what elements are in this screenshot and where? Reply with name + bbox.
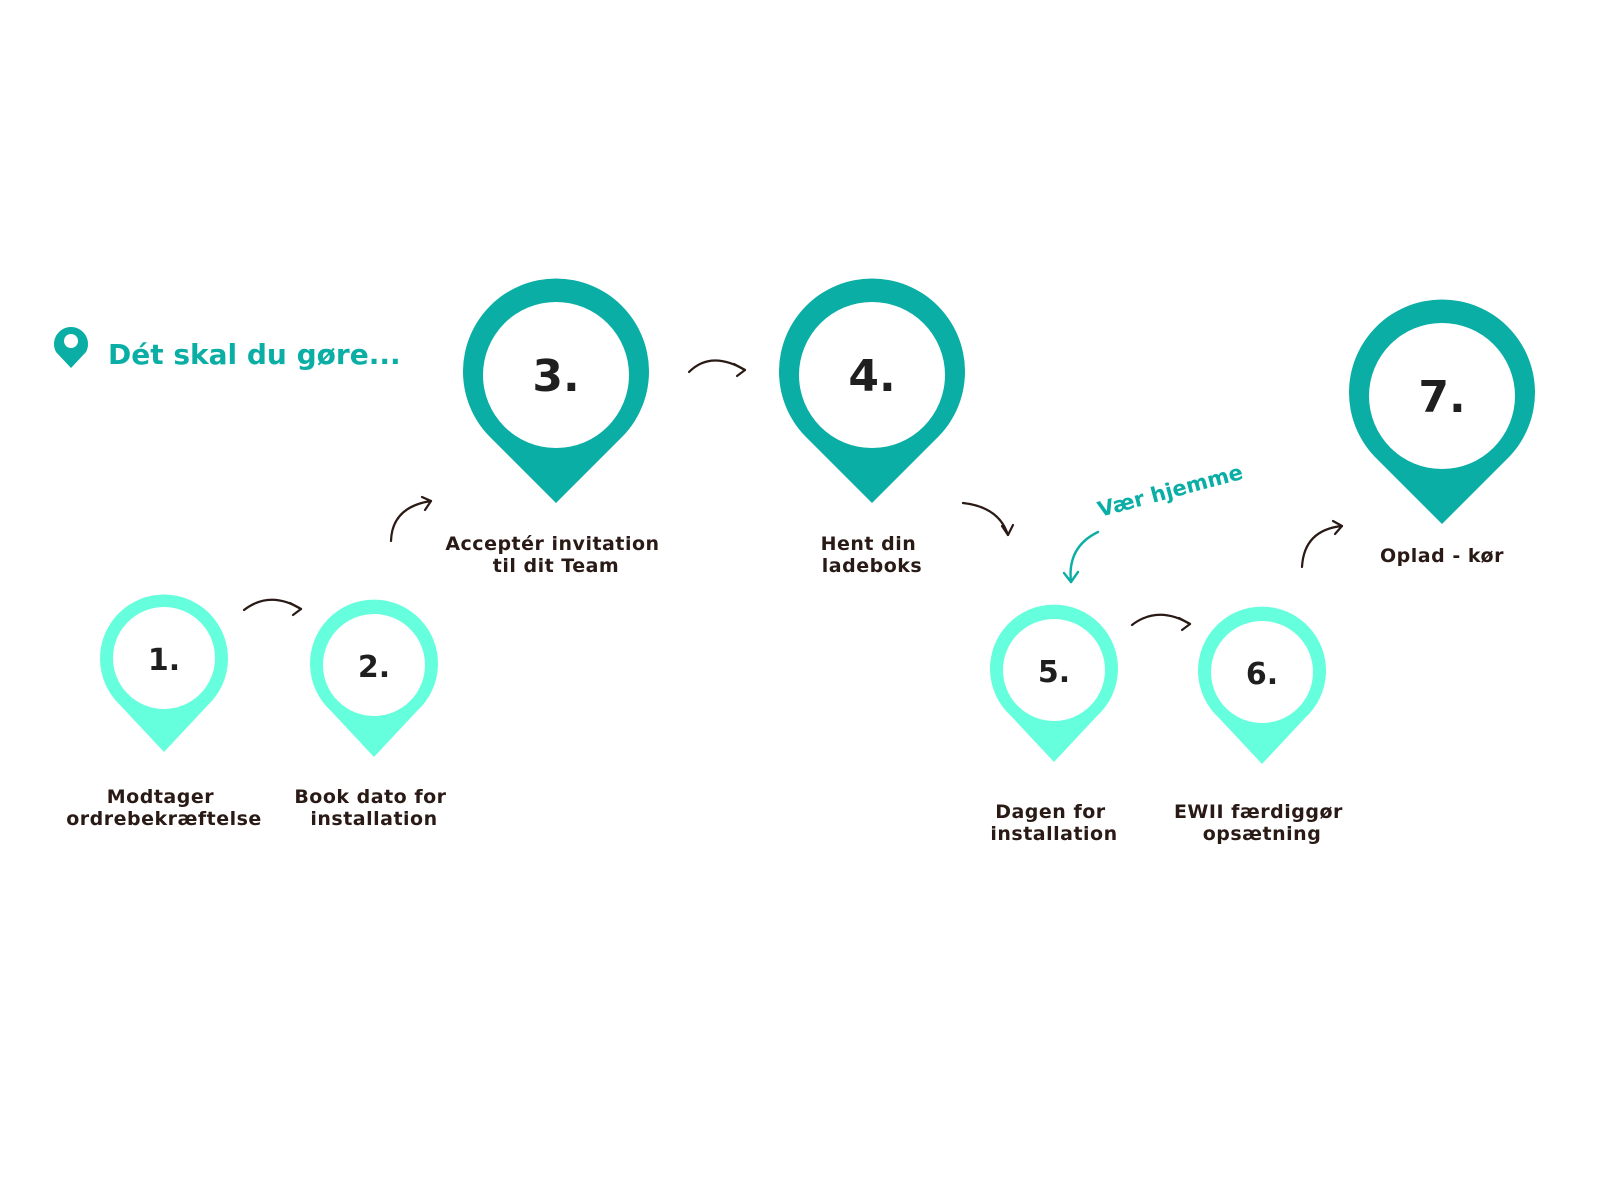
step-3: 3. Acceptér invitation til dit Team [445,278,666,577]
location-pin-icon-hole [64,334,78,348]
step-label-line: Acceptér invitation [445,533,659,555]
step-1: 1. Modtager ordrebekræftelse [66,594,262,830]
step-label-line: EWII færdiggør [1174,801,1343,823]
arrow-3-to-4-head [732,362,747,378]
step-6: 6. EWII færdiggør opsætning [1174,606,1350,845]
pin-inner-circle [483,302,629,448]
step-number: 3. [532,351,579,402]
pin-inner-circle [1003,619,1105,721]
arrow-6-to-7-head [1331,519,1344,536]
pin-inner-circle [799,302,945,448]
step-label-line: opsætning [1203,823,1322,845]
pin-inner-circle [113,607,215,709]
step-2: 2. Book dato for installation [294,599,453,830]
connector-arrows [242,359,1344,632]
pin-inner-circle [1211,621,1313,723]
note-arrow-head [1062,570,1080,584]
step-label-line: installation [310,808,437,830]
step-number: 5. [1038,655,1070,690]
step-7: 7. Oplad - kør [1349,299,1536,567]
step-5: 5. Dagen for installation [989,604,1118,845]
page-title: Dét skal du gøre... [108,338,401,371]
note-arrow [1069,530,1100,584]
step-label: Hent din ladeboks [821,533,924,577]
step-label: Acceptér invitation til dit Team [445,533,666,577]
step-label-line: Book dato for [294,786,446,808]
arrow-6-to-7 [1300,524,1344,569]
step-number: 2. [358,650,390,685]
note: Vær hjemme [1062,460,1245,584]
step-label: Dagen for installation [990,801,1117,845]
arrow-2-to-3 [389,499,433,543]
pin-inner-circle [323,614,425,716]
step-number: 4. [848,351,895,402]
step-label-line: Hent din [821,533,917,555]
step-number: 1. [148,643,180,678]
step-label-line: Dagen for [995,801,1106,823]
step-label: Book dato for installation [294,786,453,830]
step-label: Oplad - kør [1380,545,1504,567]
step-label-line: til dit Team [493,555,619,577]
arrow-4-to-5-head [1000,523,1015,537]
step-label-line: Modtager [107,786,214,808]
header: Dét skal du gøre... [53,327,401,371]
arrow-4-to-5 [961,501,1010,537]
step-label-line: installation [990,823,1117,845]
step-label: EWII færdiggør opsætning [1174,801,1350,845]
step-label-line: ladeboks [822,555,922,577]
arrow-5-to-6-head [1177,616,1192,632]
step-number: 7. [1418,372,1465,423]
arrow-2-to-3-head [420,495,433,512]
step-label: Modtager ordrebekræftelse [66,786,262,830]
step-label-line: ordrebekræftelse [66,808,262,830]
step-label-line: Oplad - kør [1380,545,1504,567]
pin-inner-circle [1369,323,1515,469]
step-number: 6. [1246,657,1278,692]
note-text: Vær hjemme [1095,460,1245,522]
step-4: 4. Hent din ladeboks [779,278,966,577]
arrow-1-to-2-head [288,601,303,617]
